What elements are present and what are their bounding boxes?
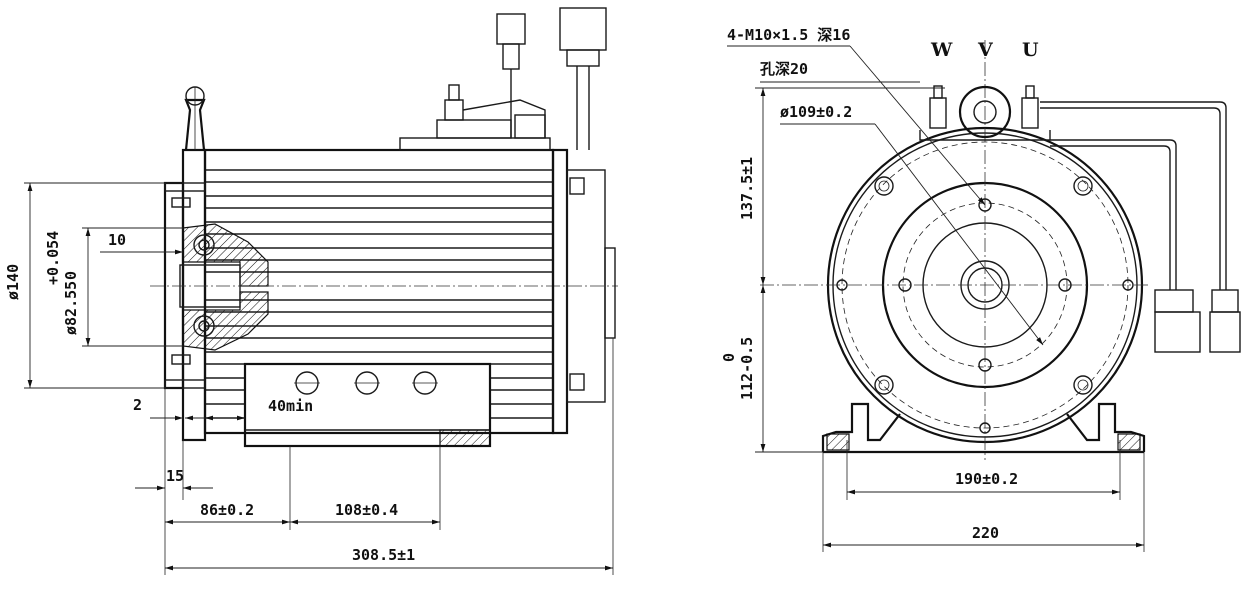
inner-thread-hole	[978, 198, 992, 212]
dim-foot-width: 220	[972, 524, 999, 542]
front-height-dimensions: 137.5±1 112-0.5 0	[720, 87, 945, 453]
terminal-label-w: W	[930, 39, 953, 61]
dim-terminal-gap: 40min	[268, 397, 313, 415]
front-flange	[163, 148, 207, 442]
connector-plug	[1211, 289, 1239, 313]
front-view: W V U 4-M10×1.5 深16 孔深20 ø109±0.2 137.5±…	[720, 26, 1241, 552]
motor-housing	[203, 148, 555, 435]
dim-total-length: 308.5±1	[352, 546, 415, 564]
bolt-holes	[836, 176, 1134, 434]
top-terminals	[919, 85, 1051, 141]
dim-second-segment: 108±0.4	[335, 501, 398, 519]
outer-thread-hole	[979, 422, 991, 434]
thread-note: 4-M10×1.5 深16 孔深20	[727, 26, 986, 206]
dim-shaft-length: 10	[108, 231, 126, 249]
side-dimensions: ø140 ø82.55 +0.054 0 10 2 40min	[4, 182, 614, 575]
note-hole-depth: 孔深20	[760, 60, 808, 78]
connector-plug	[1154, 289, 1194, 313]
terminal-label-u: U	[1022, 39, 1039, 61]
mounting-feet	[821, 402, 1146, 454]
front-width-dimensions: 190±0.2 220	[822, 440, 1145, 552]
dim-shoulder: 2	[133, 396, 142, 414]
top-terminal-assembly	[399, 7, 607, 151]
inner-thread-hole	[978, 358, 992, 372]
dim-foot-holes: 190±0.2	[955, 470, 1018, 488]
lifting-ring	[958, 85, 1012, 139]
outer-bolt-hole	[874, 375, 894, 395]
end-shield-circles	[760, 40, 1150, 460]
dim-tolerance-lower: 0	[62, 271, 80, 280]
dim-bearing-diameter: ø82.55	[62, 281, 80, 335]
rear-end-cap	[551, 148, 616, 435]
dim-first-segment: 86±0.2	[200, 501, 254, 519]
side-cables	[1040, 101, 1241, 353]
lifting-eye	[184, 86, 206, 151]
dim-flange-thickness: 15	[166, 467, 184, 485]
terminal-plate	[243, 362, 492, 448]
outer-bolt-hole	[1073, 375, 1093, 395]
dim-height-lower: 112-0.5	[738, 337, 756, 400]
bearing-section	[150, 223, 618, 351]
side-view: ø140 ø82.55 +0.054 0 10 2 40min	[4, 7, 618, 575]
dim-height-upper: 137.5±1	[738, 157, 756, 220]
dim-tolerance-upper: +0.054	[44, 231, 62, 285]
inner-thread-hole	[1058, 278, 1072, 292]
cooling-fins	[205, 169, 553, 419]
note-thread-spec: 4-M10×1.5 深16	[727, 26, 850, 44]
outer-bolt-hole	[1073, 176, 1093, 196]
outer-bolt-hole	[874, 176, 894, 196]
outer-thread-hole	[836, 279, 848, 291]
dim-pilot-diameter: ø140	[4, 264, 22, 300]
outer-thread-hole	[1122, 279, 1134, 291]
dim-bolt-circle: ø109±0.2	[780, 103, 852, 121]
terminal-label-v: V	[977, 39, 994, 61]
dim-height-lower-tol: 0	[720, 353, 738, 362]
inner-thread-hole	[898, 278, 912, 292]
bolt-circle-note: ø109±0.2	[780, 103, 1044, 346]
